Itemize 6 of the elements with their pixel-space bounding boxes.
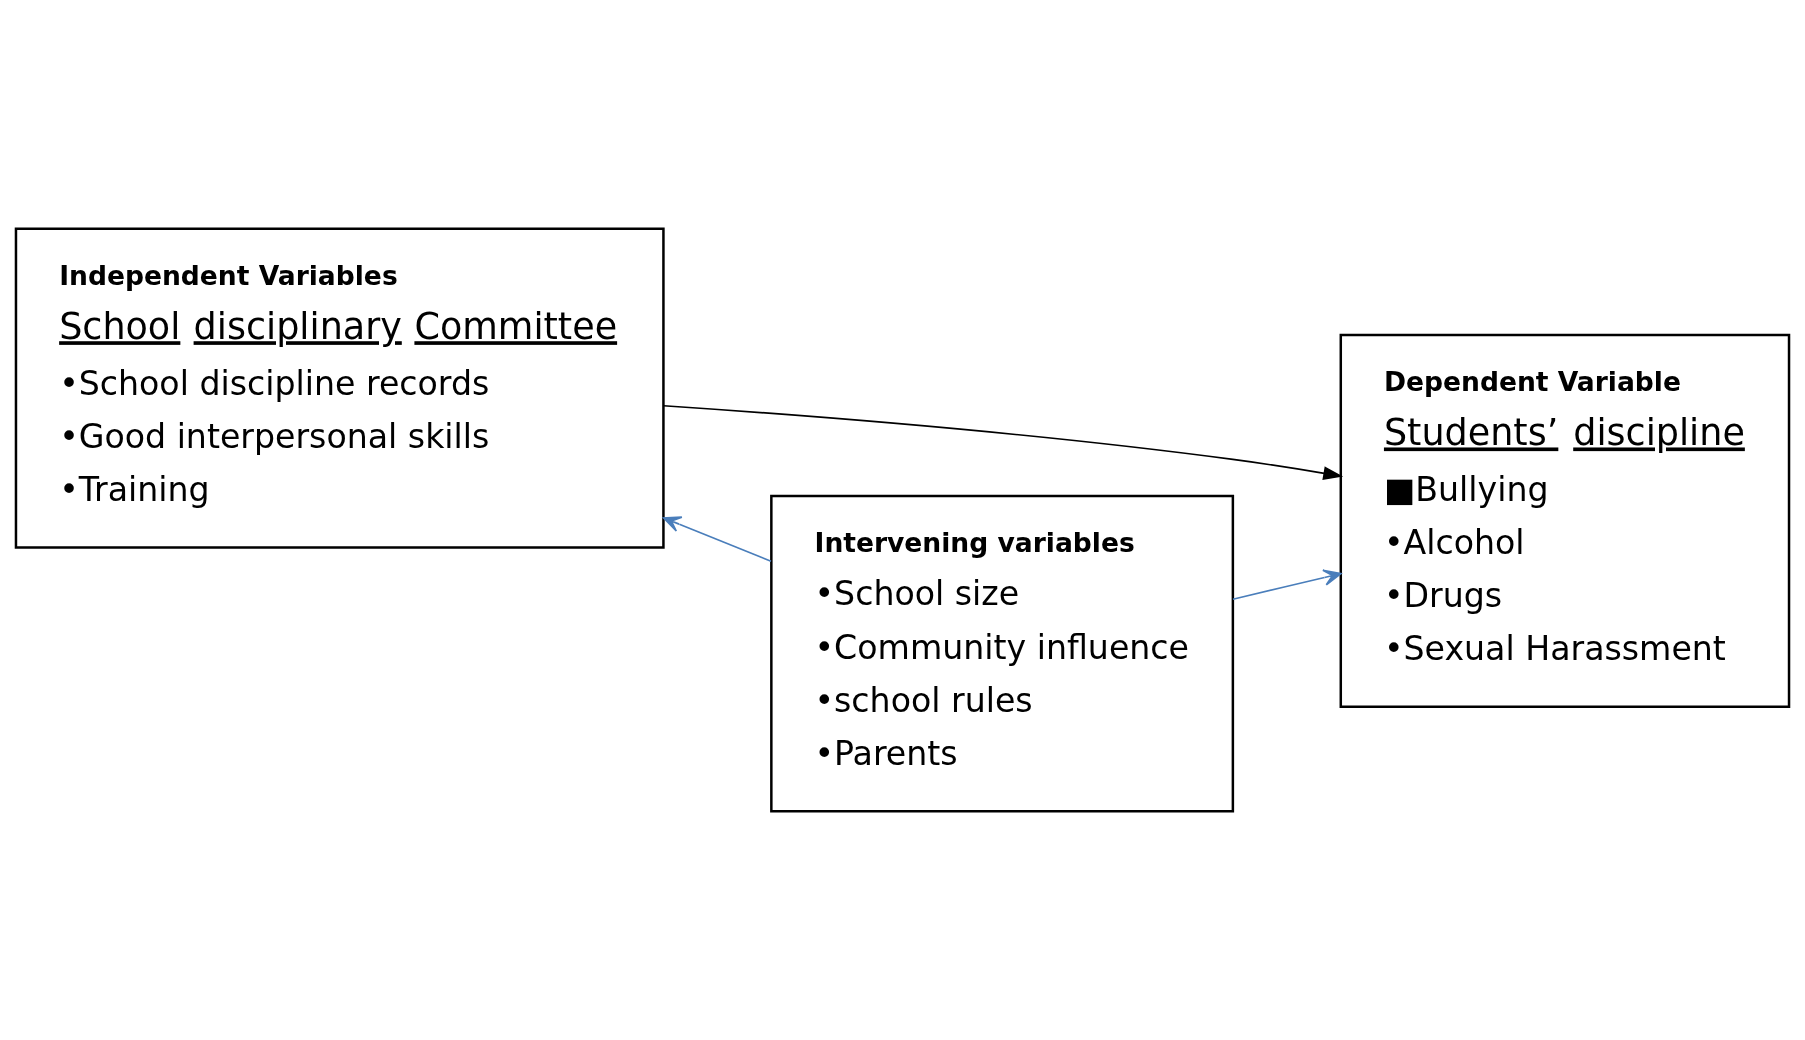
arrow	[662, 404, 1344, 481]
node-box: Independent Variables School disciplinary Committee •School discipline records •Good interpersonal skills •Training	[14, 227, 665, 549]
node-box: Intervening variables •School size •Community influence •school rules •Parents	[770, 494, 1235, 813]
node-box: Dependent Variable Students’ discipline ■Bullying •Alcohol •Drugs •Sexual Harassment	[1339, 333, 1791, 708]
arrow	[1232, 569, 1342, 601]
arrow	[662, 516, 772, 562]
